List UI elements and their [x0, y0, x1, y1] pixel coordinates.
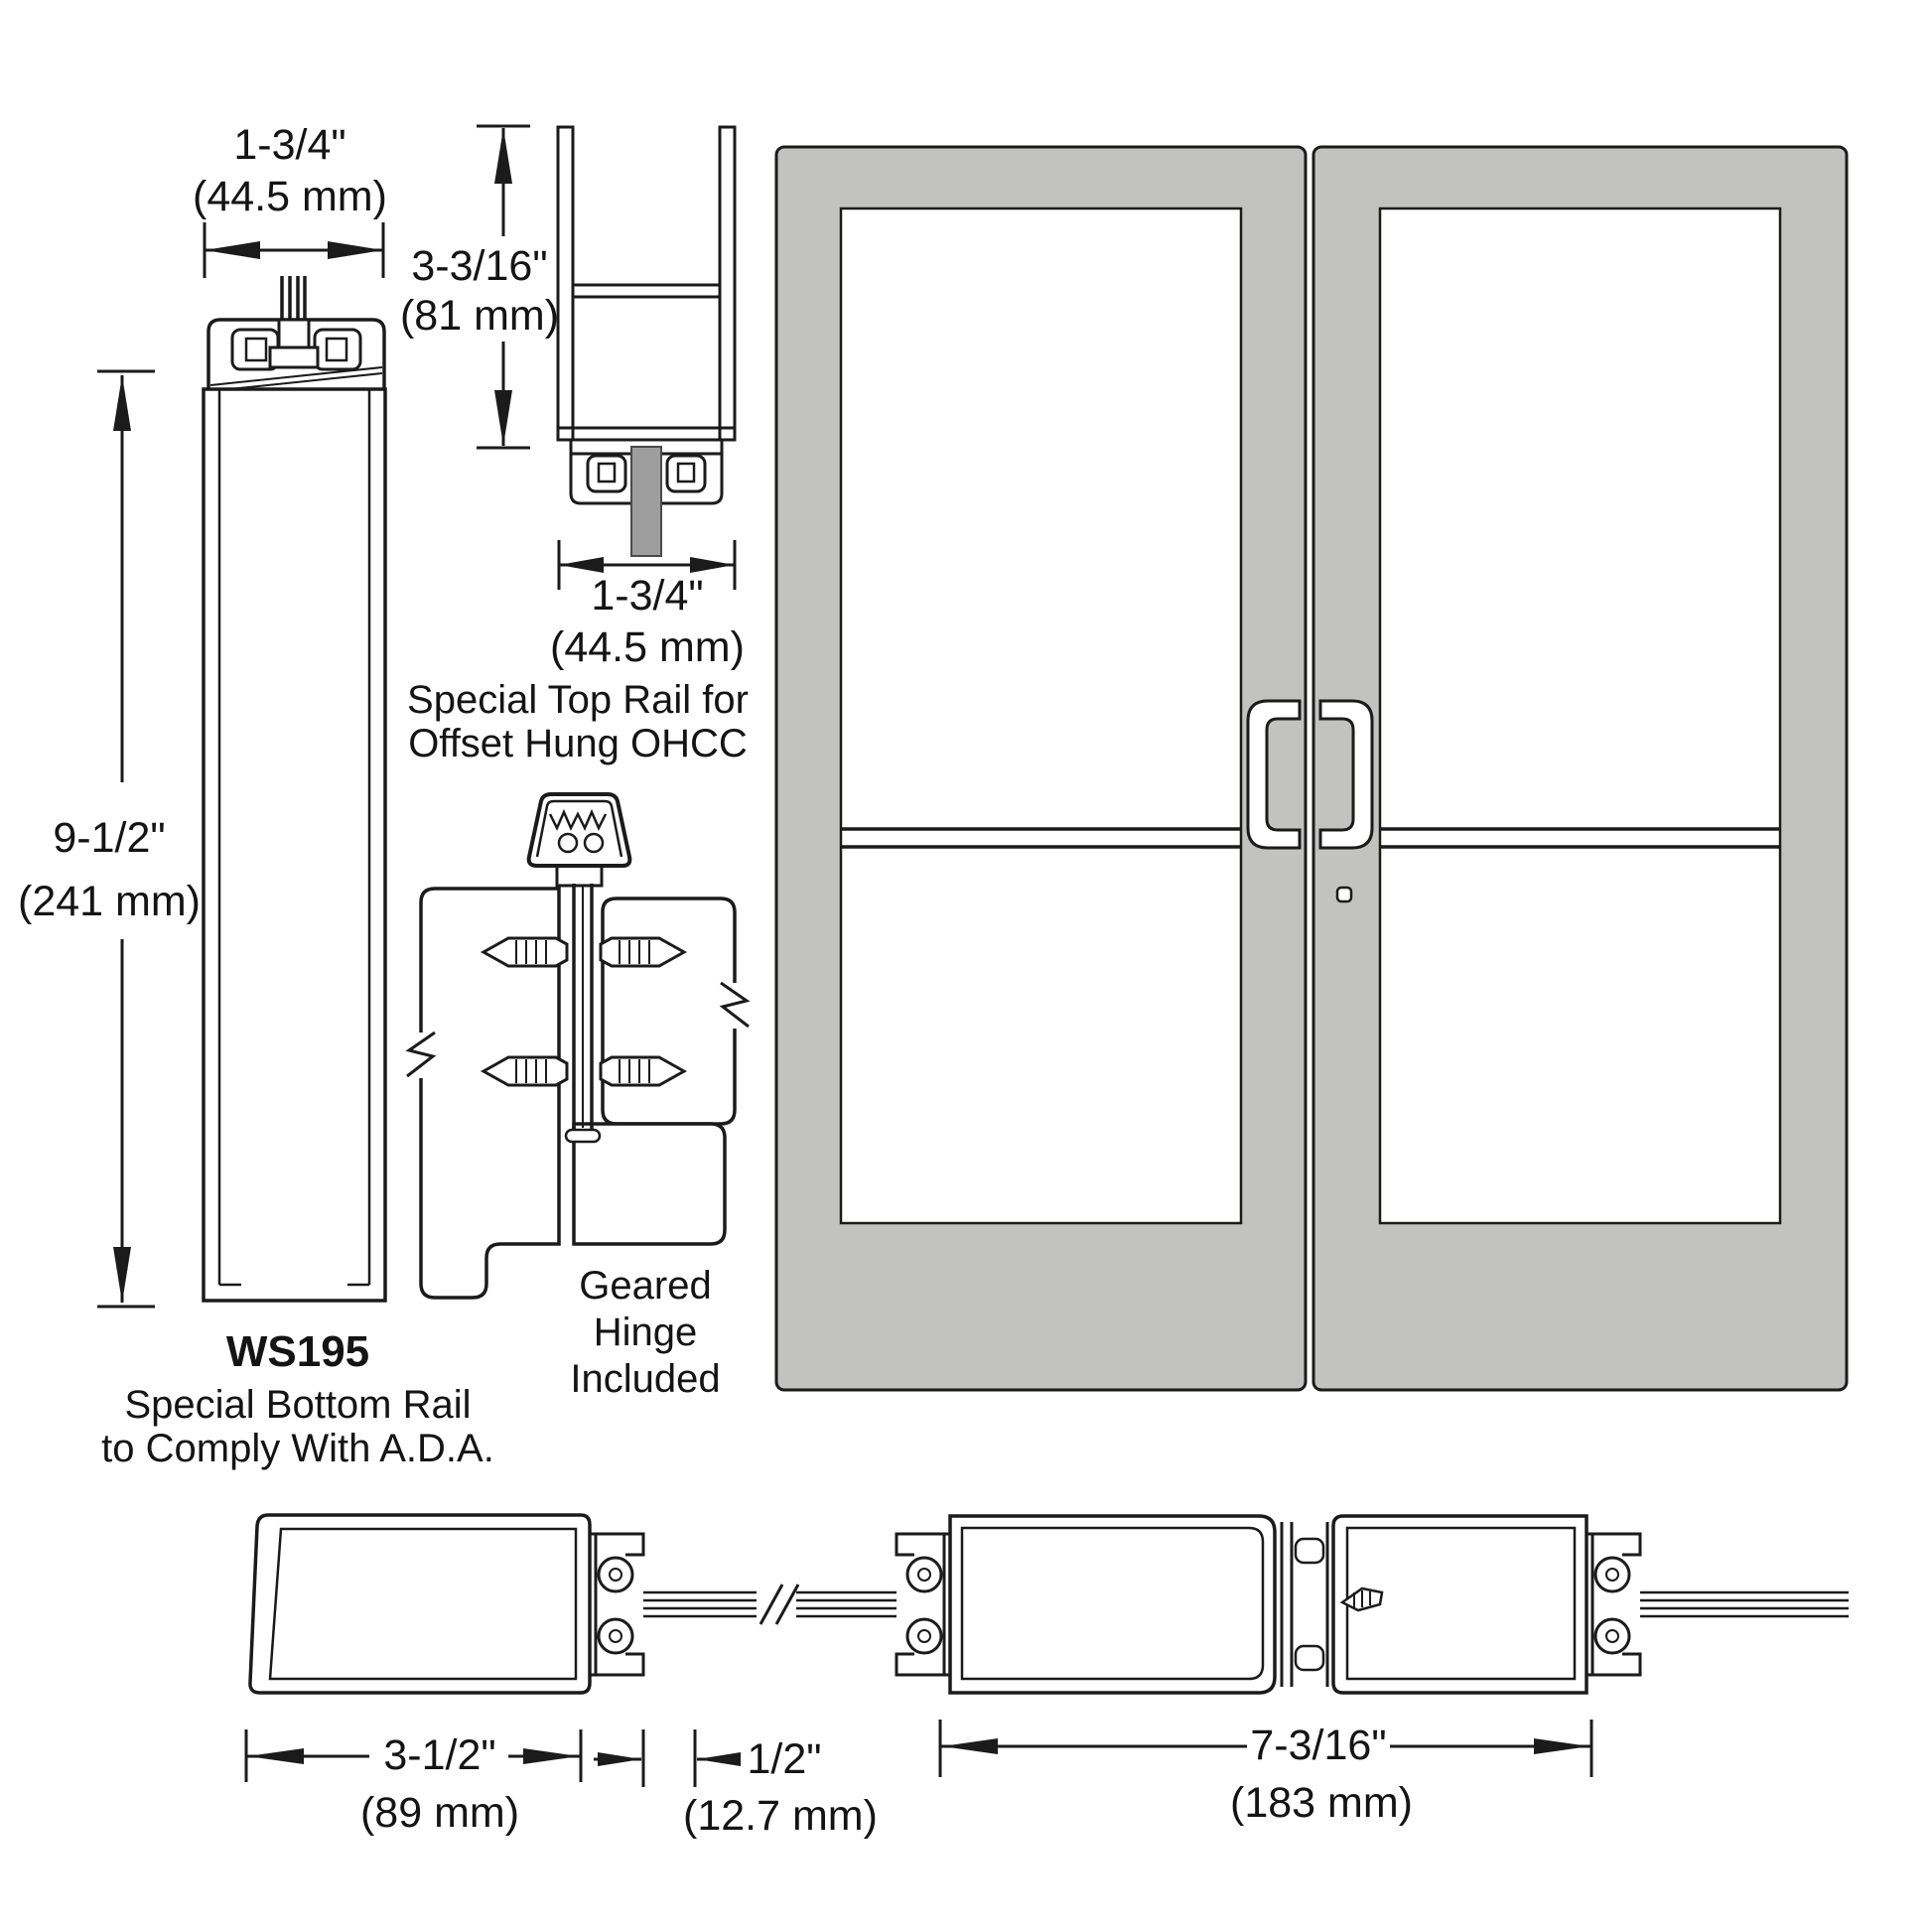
geared-hinge-section: Geared Hinge Included	[405, 792, 751, 1401]
glazing-gasket-icon	[597, 1556, 634, 1593]
glazing-gasket-icon	[905, 1617, 943, 1655]
glazing-gasket-icon	[1593, 1617, 1631, 1655]
glazing-gasket-icon	[905, 1556, 943, 1593]
dimension-glass-gap	[594, 1729, 741, 1787]
arrow-right-icon	[598, 1752, 641, 1766]
arrow-up-icon	[494, 128, 512, 184]
meeting-stiles-section	[895, 1514, 1642, 1695]
arrow-left-icon	[559, 557, 604, 573]
right-meeting-stile	[1331, 1514, 1588, 1695]
screw-icon	[599, 936, 688, 968]
glass-gap-mm: (12.7 mm)	[683, 1792, 878, 1840]
top-rail-pivot-hardware	[569, 438, 724, 557]
screw-icon	[599, 1055, 688, 1087]
bottom-rail-body	[202, 387, 387, 1303]
stile-width-inches: 3-1/2"	[383, 1731, 495, 1779]
top-rail-glass-seat	[573, 283, 720, 299]
bottom-rail-pivot-hardware	[207, 318, 386, 392]
break-zigzag-icon	[719, 981, 751, 1029]
top-rail-width-mm: (44.5 mm)	[550, 623, 745, 671]
top-rail-left-wall	[556, 125, 575, 442]
weather-gasket-icon	[1294, 1537, 1325, 1565]
double-door-elevation	[774, 145, 1849, 1392]
stile-width-mm: (89 mm)	[360, 1789, 519, 1837]
cylinder-lock	[1335, 886, 1353, 903]
meeting-astragal	[1280, 1522, 1339, 1687]
right-door-panel	[1311, 145, 1849, 1392]
bottom-section-profiles: 3-1/2" (89 mm) 1/2" (12.7 mm) 7-3/16" (1…	[244, 1513, 1849, 1840]
hinge-right-door-leaf	[601, 897, 737, 1126]
left-meeting-stile	[948, 1514, 1277, 1695]
glass-gap-inches: 1/2"	[747, 1735, 821, 1783]
arrow-right-icon	[328, 241, 383, 259]
arrow-left-icon	[697, 1752, 741, 1766]
right-door-glass	[1378, 207, 1782, 1225]
hinge-gear-cap	[526, 792, 632, 868]
left-door-panel	[774, 145, 1308, 1392]
top-rail-width-inches: 1-3/4"	[591, 572, 703, 620]
bottom-rail-section: 1-3/4" (44.5 mm) 9-1/2" (241 mm)	[18, 121, 494, 1470]
dimension-bottom-rail-width	[203, 222, 385, 278]
dimension-top-rail-width	[557, 540, 737, 590]
gear-teeth-icon	[548, 808, 608, 831]
arrow-left-icon	[205, 241, 260, 259]
bottom-rail-width-mm: (44.5 mm)	[193, 173, 387, 220]
glass-stop	[895, 1532, 950, 1677]
pair-width-mm: (183 mm)	[1230, 1779, 1413, 1827]
gear-spiral-icon	[557, 832, 579, 854]
hinge-caption-line3: Included	[570, 1357, 720, 1401]
hinge-left-door-leaf	[419, 887, 561, 1300]
bottom-rail-width-inches: 1-3/4"	[233, 121, 345, 169]
top-rail-height-mm: (81 mm)	[400, 292, 559, 340]
right-door-mid-rail	[1380, 827, 1780, 849]
arrow-right-icon	[523, 1748, 579, 1764]
top-rail-section: 3-3/16" (81 mm) 1-3/4" (44.5 mm) Special…	[400, 124, 749, 765]
hinge-channel	[555, 864, 604, 1144]
pivot-pin	[630, 446, 662, 557]
bottom-rail-height-mm: (241 mm)	[18, 878, 201, 925]
left-door-pull-handle	[1246, 699, 1302, 850]
dimension-pair-width	[938, 1720, 1593, 1777]
pair-width-inches: 7-3/16"	[1250, 1722, 1386, 1769]
glass-run-left	[643, 1583, 897, 1626]
dimension-bottom-rail-height	[97, 369, 155, 1309]
glass-run-right	[1640, 1590, 1849, 1618]
gear-spiral-icon	[583, 832, 605, 854]
top-rail-bottom	[558, 426, 735, 442]
glazing-gasket-icon	[597, 1617, 634, 1655]
top-rail-right-wall	[718, 125, 737, 442]
bottom-rail-model-label: WS195	[226, 1327, 369, 1376]
arrow-left-icon	[248, 1748, 304, 1764]
hinge-caption-line2: Hinge	[594, 1311, 698, 1354]
lock-stile-section	[248, 1513, 645, 1695]
hinge-caption-line1: Geared	[579, 1264, 711, 1308]
right-door-pull-handle	[1318, 699, 1374, 850]
bottom-rail-height-inches: 9-1/2"	[53, 814, 165, 862]
arrow-right-icon	[690, 557, 735, 573]
top-rail-caption-line1: Special Top Rail for	[407, 678, 749, 722]
glass-tape-lines	[280, 276, 307, 322]
glazing-gasket-icon	[1593, 1556, 1631, 1593]
break-slash-icon	[759, 1584, 800, 1625]
hinge-screws	[480, 936, 688, 1087]
top-rail-height-inches: 3-3/16"	[411, 242, 547, 290]
glass-stop	[590, 1532, 645, 1677]
arrow-left-icon	[942, 1738, 998, 1754]
glass-stop	[1587, 1532, 1642, 1677]
top-rail-caption-line2: Offset Hung OHCC	[408, 722, 748, 765]
arrow-up-icon	[113, 375, 131, 431]
break-zigzag-icon	[405, 1031, 437, 1078]
left-door-mid-rail	[841, 827, 1241, 849]
left-door-glass	[839, 207, 1243, 1225]
bottom-rail-caption-line1: Special Bottom Rail	[124, 1383, 471, 1427]
weather-gasket-icon	[1294, 1644, 1325, 1672]
dimension-stile-width	[244, 1729, 583, 1782]
arrow-down-icon	[494, 390, 512, 446]
hinge-step-block	[572, 1122, 727, 1246]
arrow-down-icon	[113, 1247, 131, 1303]
arrow-right-icon	[1534, 1738, 1589, 1754]
dimension-top-rail-height	[477, 124, 530, 450]
bottom-rail-caption-line2: to Comply With A.D.A.	[101, 1427, 494, 1470]
